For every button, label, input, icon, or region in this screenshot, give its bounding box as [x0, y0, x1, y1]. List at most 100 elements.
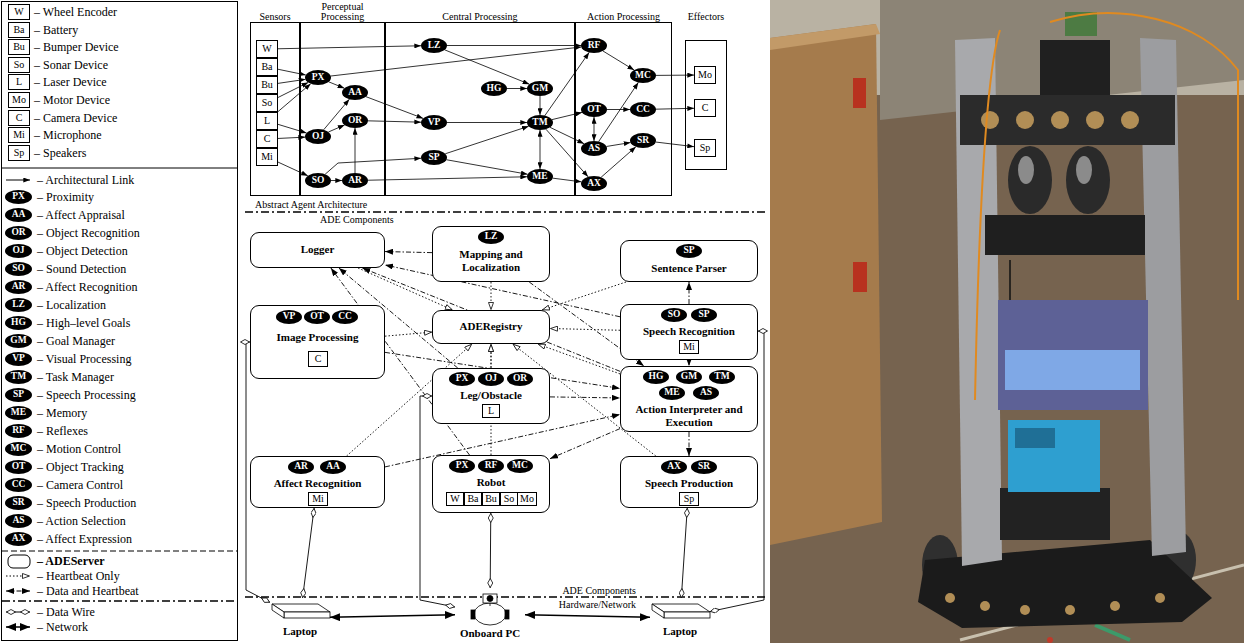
device-box: Mo: [517, 492, 537, 506]
legend-entry: – Visual Processing: [37, 351, 131, 367]
legend-entry: – Architectural Link: [37, 172, 134, 188]
node-label: ME: [532, 172, 547, 182]
node-label: GM: [532, 84, 548, 94]
robot-photo: [770, 0, 1244, 643]
robot-icon: [471, 594, 509, 625]
legend-device-symbol: W: [8, 4, 30, 20]
node-label: Mapping and Localization: [433, 248, 549, 274]
legend-entry: – Speech Processing: [37, 387, 136, 403]
component-oval: OR: [507, 372, 533, 386]
band-heading: Perceptual Processing: [308, 2, 378, 21]
arch-connector: [447, 122, 527, 123]
node-label: ME: [664, 388, 679, 398]
robot-icon-part: [490, 603, 491, 606]
component-oval: AX: [661, 460, 687, 474]
node-label: W: [262, 44, 271, 54]
node-label: LZ: [485, 232, 498, 242]
legend-entry: – Camera Control: [37, 477, 123, 493]
arch-connector: [507, 88, 527, 89]
ade-server-box: Sentence ParserSP: [620, 240, 758, 282]
ade-server-box: Leg/ObstaclePXOJORL: [432, 368, 550, 424]
legend-device-symbol: Ba: [8, 22, 30, 38]
legend-entry: – Sonar Device: [34, 57, 108, 73]
arch-connector: [328, 125, 344, 132]
legend-component-symbol: TM: [5, 370, 32, 384]
device-box: C: [256, 130, 278, 148]
node-label: SO: [312, 176, 325, 186]
node-label: Speech Production: [621, 477, 757, 490]
processing-band: Central ProcessingLZHGGMVPTMSPME: [385, 22, 575, 196]
arch-connector: [607, 143, 631, 147]
legend-device-symbol: So: [8, 57, 30, 73]
node-label: Action Interpreter and Execution: [621, 403, 757, 429]
hb-connector: [550, 328, 620, 330]
node-label: TM: [532, 118, 547, 128]
robot-photo-part: [1015, 428, 1055, 448]
legend-component-symbol: AA: [5, 208, 32, 222]
arch-connector: [656, 75, 694, 76]
hb-connector: [491, 282, 492, 310]
node-label: L: [488, 406, 494, 416]
legend-entry: – Affect Expression: [37, 531, 132, 547]
component-oval: GM: [527, 81, 553, 96]
arch-connector: [546, 129, 588, 177]
device-box: Bu: [482, 492, 500, 506]
node-label: Speech Recognition: [621, 325, 757, 338]
legend-component-symbol: AX: [5, 532, 32, 546]
node-label: CC: [338, 312, 352, 322]
node-label: L: [264, 116, 270, 126]
node-label: W: [450, 494, 459, 504]
legend-device-symbol: Mo: [8, 92, 30, 108]
robot-photo-part: [1008, 420, 1100, 492]
robot-photo-part-part: [1121, 111, 1139, 129]
arch-connector: [368, 177, 527, 180]
legend-component-symbol: MC: [5, 442, 32, 456]
component-oval: AS: [693, 386, 719, 400]
legend-component-symbol: SO: [5, 262, 32, 276]
ade-server-box: Affect RecognitionARAAMi: [250, 456, 385, 508]
node-label: AR: [348, 176, 362, 186]
node-label: OR: [348, 116, 362, 126]
legend-entry: – Task Manager: [37, 369, 114, 385]
node-label: SR: [698, 462, 710, 472]
node-label: MC: [635, 71, 651, 81]
component-oval: HG: [643, 370, 669, 384]
legend-frame-part: [2, 551, 238, 552]
component-oval: RF: [478, 459, 504, 473]
node-label: C: [702, 103, 709, 113]
node-label: Mi: [261, 152, 273, 162]
node-label: Mi: [683, 342, 695, 352]
node-label: PX: [456, 461, 469, 471]
device-box: W: [256, 40, 278, 58]
ade-server-box: Speech RecognitionSOSPMi: [620, 304, 758, 360]
robot-photo-part: [1050, 13, 1238, 300]
component-oval: TM: [709, 370, 735, 384]
robot-photo-part: [1076, 156, 1092, 184]
device-box: Mi: [308, 492, 328, 506]
arch-connector: [445, 50, 530, 84]
component-oval: LZ: [421, 38, 447, 53]
node-label: Image Processing: [251, 331, 384, 344]
laptop-icon-part: [664, 612, 710, 618]
device-box: L: [482, 404, 500, 418]
ade-server-box: Speech ProductionAXSRSp: [620, 456, 758, 508]
robot-icon-part: [471, 610, 475, 619]
robot-photo-part-part: [1016, 111, 1034, 129]
node-label: AA: [326, 462, 340, 472]
legend-entry: – Motion Control: [37, 441, 121, 457]
ade-server-box: Mapping and Localization LZ: [432, 226, 550, 282]
band-heading: Central Processing: [405, 12, 555, 22]
robot-photo-part-part: [945, 593, 955, 603]
dh-connector: [689, 432, 690, 456]
node-label: Leg/Obstacle: [433, 389, 549, 402]
component-oval: GM: [676, 370, 702, 384]
section-separators-part: [245, 596, 766, 598]
arch-connector: [278, 69, 306, 75]
robot-photo-part: [975, 30, 1000, 400]
arch-connector: [601, 147, 636, 177]
legend-entry: – Localization: [37, 297, 106, 313]
legend-entry: – Network: [37, 619, 88, 635]
node-label: RF: [588, 41, 601, 51]
legend-entry: – Data and Heartbeat: [37, 583, 139, 599]
arch-connector: [656, 142, 694, 147]
